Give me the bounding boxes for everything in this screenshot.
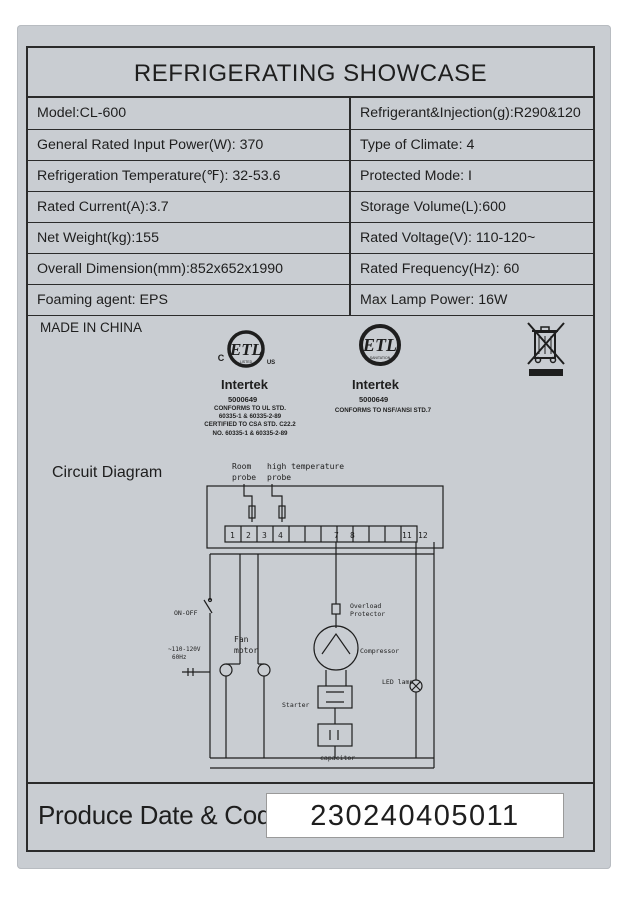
produce-date-code-label: Produce Date & Code: — [38, 800, 293, 830]
overload-label: Protector — [350, 610, 385, 618]
etl-c-text: C — [218, 353, 225, 363]
cert1-conformity: CONFORMS TO UL STD. 60335-1 & 60335-2-89… — [200, 405, 300, 438]
spec-row: Foaming agent: EPS Max Lamp Power: 16W — [28, 284, 593, 316]
cert1-line: CERTIFIED TO CSA STD. C22.2 — [204, 421, 296, 429]
supply-label: 60Hz — [172, 654, 187, 661]
spec-volume: Storage Volume(L):600 — [350, 191, 593, 223]
spec-refrigerant: Refrigerant&Injection(g):R290&120 — [350, 98, 593, 130]
fan-motor-icon — [257, 663, 271, 677]
compressor-icon — [313, 625, 359, 671]
room-probe-label: Room — [232, 462, 251, 471]
weee-crossed-bin-icon — [527, 322, 565, 376]
spec-table: Model:CL-600 Refrigerant&Injection(g):R2… — [28, 98, 593, 316]
terminal-label: 2 — [246, 531, 251, 540]
spec-row: Refrigeration Temperature(℉): 32-53.6 Pr… — [28, 160, 593, 192]
high-temp-probe-label: high temperature — [267, 462, 344, 471]
capacitor-icon — [317, 723, 353, 747]
room-probe-label: probe — [232, 473, 256, 482]
made-in-label: MADE IN CHINA — [40, 320, 143, 335]
spec-row: Net Weight(kg):155 Rated Voltage(V): 110… — [28, 222, 593, 254]
etl-mark-small-text: SANITATION — [370, 356, 391, 360]
terminal-label: 3 — [262, 531, 267, 540]
spec-protected-mode: Protected Mode: I — [350, 160, 593, 192]
starter-label: Starter — [282, 701, 309, 709]
terminal-label: 7 — [334, 531, 339, 540]
spec-row: Model:CL-600 Refrigerant&Injection(g):R2… — [28, 98, 593, 130]
fan-motor-label: Fan — [234, 635, 249, 644]
terminal-label: 8 — [350, 531, 355, 540]
etl-sanitation-mark-icon: ETL SANITATION — [359, 324, 401, 366]
etl-mark-text: ETL — [229, 340, 262, 359]
overload-label: Overload — [350, 602, 381, 610]
spec-weight: Net Weight(kg):155 — [28, 222, 351, 254]
spec-row: Overall Dimension(mm):852x652x1990 Rated… — [28, 253, 593, 285]
capacitor-label: capacitor — [320, 754, 355, 762]
fan-motor-icon — [219, 663, 233, 677]
terminal-label: 12 — [418, 531, 428, 540]
cert1-number: 5000649 — [228, 395, 258, 404]
cert1-line: NO. 60335-1 & 60335-2-89 — [212, 429, 288, 437]
produce-section: Produce Date & Code: 230240405011 — [28, 782, 593, 850]
plug-icon — [182, 668, 200, 676]
cert1-line: CONFORMS TO UL STD. — [214, 405, 286, 412]
cert1-line: 60335-1 & 60335-2-89 — [218, 413, 282, 421]
cert2-line: CONFORMS TO NSF/ANSI STD.7 — [334, 407, 432, 414]
circuit-diagram: Room probe high temperature probe 1 2 3 … — [168, 462, 444, 769]
cert1-brand: Intertek — [221, 377, 268, 392]
supply-label: ~110-120V — [168, 646, 201, 653]
terminal-strip: 1 2 3 4 7 8 11 12 — [224, 525, 428, 543]
product-title: REFRIGERATING SHOWCASE — [28, 48, 593, 98]
cert2-brand: Intertek — [352, 377, 399, 392]
etl-mark-small-text: LISTED — [240, 360, 253, 364]
spec-foaming: Foaming agent: EPS — [28, 284, 351, 316]
produce-code-value: 230240405011 — [310, 800, 520, 832]
spec-dimension: Overall Dimension(mm):852x652x1990 — [28, 253, 351, 285]
spec-frequency: Rated Frequency(Hz): 60 — [350, 253, 593, 285]
nameplate-frame — [26, 46, 595, 852]
etl-mark-text: ETL — [362, 335, 397, 355]
fan-motor-label: motor — [234, 646, 258, 655]
starter-icon — [317, 685, 353, 709]
terminal-label: 4 — [278, 531, 283, 540]
spec-input-power: General Rated Input Power(W): 370 — [28, 129, 351, 161]
cert2-number: 5000649 — [359, 395, 389, 404]
terminal-label: 1 — [230, 531, 235, 540]
circuit-diagram-title: Circuit Diagram — [52, 464, 163, 481]
etl-us-text: US — [267, 360, 275, 366]
high-temp-probe-label: probe — [267, 473, 291, 482]
produce-code-box: 230240405011 — [266, 793, 564, 838]
spec-current: Rated Current(A):3.7 — [28, 191, 351, 223]
spec-model: Model:CL-600 — [28, 98, 351, 130]
terminal-label: 11 — [402, 531, 412, 540]
spec-temperature: Refrigeration Temperature(℉): 32-53.6 — [28, 160, 351, 192]
etl-listed-mark-icon: ETL LISTED C US — [218, 330, 275, 368]
cert2-conformity: CONFORMS TO NSF/ANSI STD.7 — [318, 407, 448, 415]
led-lamp-label: LED lamp — [382, 678, 413, 686]
compressor-label: Compressor — [360, 647, 399, 655]
spec-lamp-power: Max Lamp Power: 16W — [350, 284, 593, 316]
spec-row: General Rated Input Power(W): 370 Type o… — [28, 129, 593, 161]
spec-row: Rated Current(A):3.7 Storage Volume(L):6… — [28, 191, 593, 223]
spec-climate: Type of Climate: 4 — [350, 129, 593, 161]
overload-protector-icon — [331, 603, 341, 615]
on-off-label: ON-OFF — [174, 609, 198, 617]
spec-voltage: Rated Voltage(V): 110-120~ — [350, 222, 593, 254]
